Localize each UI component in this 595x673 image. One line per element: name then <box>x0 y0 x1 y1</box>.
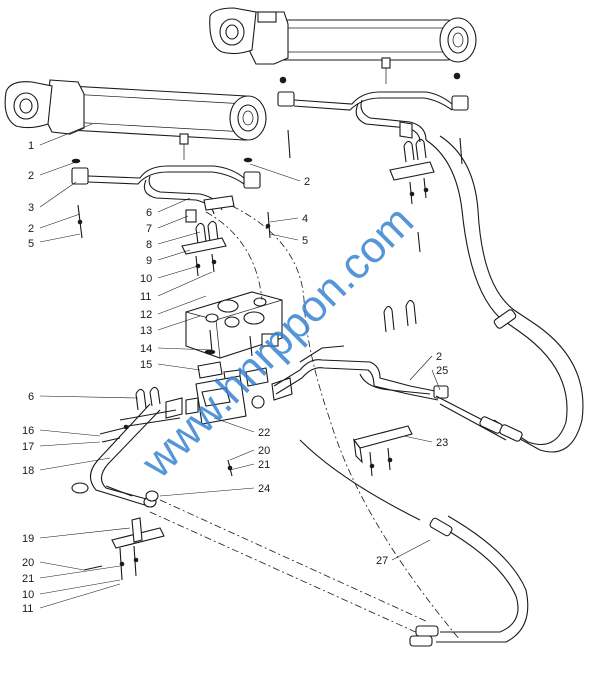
callout-8: 8 <box>146 239 152 251</box>
callout-24: 24 <box>258 483 270 495</box>
callout-22: 22 <box>258 427 270 439</box>
upper-fasteners <box>71 129 463 239</box>
callout-15: 15 <box>140 359 152 371</box>
callout-20-mid: 20 <box>258 445 270 457</box>
callout-11-top: 11 <box>140 291 151 303</box>
watermark-text: www.hnrppon.com <box>132 196 423 487</box>
callout-21-low: 21 <box>22 573 34 585</box>
callout-27: 27 <box>376 555 388 567</box>
callout-5-right: 5 <box>302 235 308 247</box>
callout-9: 9 <box>146 255 152 267</box>
upper-rigid-pipes <box>71 91 469 223</box>
callout-6-left: 6 <box>28 391 34 403</box>
callout-23: 23 <box>436 437 448 449</box>
callout-16: 16 <box>22 425 34 437</box>
callout-18: 18 <box>22 465 34 477</box>
callout-12: 12 <box>140 309 152 321</box>
flexible-hoses <box>149 135 584 647</box>
callout-6-pipe: 6 <box>146 207 152 219</box>
callout-11-low: 11 <box>22 603 33 615</box>
brackets <box>83 138 435 581</box>
callout-17: 17 <box>22 441 34 453</box>
callout-4: 4 <box>302 213 308 225</box>
callout-25: 25 <box>436 365 448 377</box>
mid-rigid-pipes <box>119 345 449 427</box>
callout-19: 19 <box>22 533 34 545</box>
callout-21-mid: 21 <box>258 459 270 471</box>
callout-2-mid: 2 <box>436 351 442 363</box>
callout-20-low: 20 <box>22 557 34 569</box>
callout-14: 14 <box>140 343 152 355</box>
callout-7: 7 <box>146 223 152 235</box>
callout-2-bolt: 2 <box>28 223 34 235</box>
valve-block <box>165 291 293 425</box>
rear-hydraulic-cylinder <box>209 7 477 84</box>
callout-5-left: 5 <box>28 238 34 250</box>
callout-13: 13 <box>140 325 152 337</box>
callout-3-clamp: 3 <box>28 202 34 214</box>
callout-2-washer: 2 <box>28 170 34 182</box>
front-hydraulic-cylinder <box>4 79 267 160</box>
callout-1-top: 1 <box>28 140 34 152</box>
callout-10-top: 10 <box>140 273 152 285</box>
callout-10-low: 10 <box>22 589 34 601</box>
callout-2-right: 2 <box>304 176 310 188</box>
center-clamp-group <box>181 220 227 277</box>
callout-labels: 1 2 3 2 5 2 6 7 8 9 4 5 10 11 12 13 14 1… <box>22 140 448 615</box>
leader-lines <box>39 123 441 609</box>
